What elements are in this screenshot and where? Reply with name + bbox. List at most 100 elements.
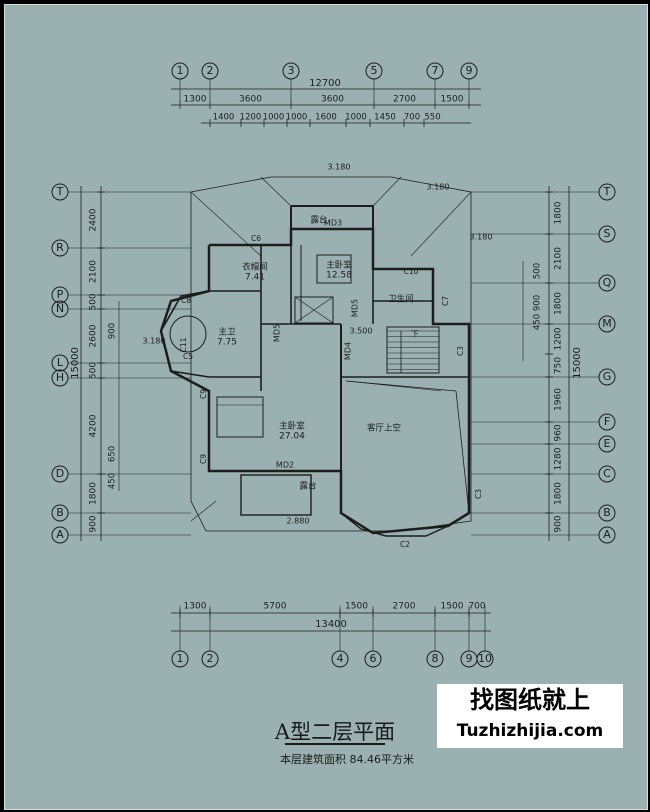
elevation-label: 2.880 [287,517,310,526]
axis-bubble-right [598,526,616,544]
dim-right-total: 15000 [572,347,583,379]
dim-top-row1: 3600 [239,95,262,105]
dim-right-col: 1800 [554,292,564,315]
window-label: C3 [456,346,465,356]
roof-outline [190,176,472,532]
axis-bubble-left [51,286,69,304]
elevation-label: 3.180 [328,163,351,172]
window-label: C3 [474,489,483,499]
room-area: 7.41 [245,273,265,283]
axis-bubble-right [598,465,616,483]
axis-label-bottom: 8 [432,652,439,665]
dim-right-inner: 900 [533,295,543,311]
watermark-en: Tuzhizhijia.com [456,721,604,741]
axis-label-right: T [603,185,611,198]
left-bay [160,290,210,378]
axis-bubble-bottom [364,650,382,668]
bed [216,396,264,438]
dim-left-col: 4200 [89,414,99,437]
room-name: 主卧室 [279,421,305,432]
axis-label-bottom: 10 [478,652,492,665]
dim-left-col: 2400 [89,208,99,231]
window-label: C9 [199,389,208,399]
roof-hip [190,191,262,257]
axis-bubble-top [365,62,383,80]
axis-label-right: A [603,528,611,541]
axis-bubble-top [460,62,478,80]
axis-label-left: T [56,185,64,198]
door-label: MD4 [344,342,353,360]
axis-bubble-right [598,368,616,386]
axis-bubble-right [598,413,616,431]
axis-label-bottom: 9 [466,652,473,665]
dim-right-col: 2100 [554,247,564,270]
axis-label-right: F [604,415,610,428]
watermark-logo: 找图纸就上 Tuzhizhijia.com [437,684,623,748]
axis-bubble-right [598,183,616,201]
axis-bubble-right [598,225,616,243]
window-label: C7 [441,296,450,306]
room-area: 7.75 [217,338,237,348]
dim-top-row2: 700 [404,113,420,123]
axis-label-left: P [57,288,64,301]
stair-diag [294,296,334,324]
dim-bottom-total: 13400 [315,619,347,630]
stair-box [294,296,334,324]
axis-label-top: 1 [177,64,184,77]
axis-label-right: E [604,437,611,450]
axis-bubble-left [51,526,69,544]
axis-label-top: 9 [466,64,473,77]
dim-right-col: 900 [554,515,564,532]
room-area: 12.58 [326,271,352,281]
door-label: MD3 [324,219,342,228]
roof-hip [372,176,402,207]
axis-label-left: N [56,302,64,315]
room-name: 露台 [299,481,316,492]
axis-bubble-left [51,465,69,483]
dim-top-row1: 3600 [321,95,344,105]
dim-top-row1: 1500 [441,95,464,105]
dim-top-row2: 1000 [286,113,308,123]
roof-hip [410,191,472,257]
stair [386,326,440,374]
stair-direction: 下 [411,330,419,339]
dim-right-inner: 500 [533,263,543,279]
void-line [455,390,470,514]
axis-label-bottom: 2 [207,652,214,665]
axis-label-top: 3 [288,64,295,77]
axis-bubble-top [426,62,444,80]
lower-terrace [240,474,312,516]
bed-upper [316,254,352,284]
axis-label-right: Q [603,276,612,289]
axis-bubble-bottom [171,650,189,668]
axis-bubble-bottom [331,650,349,668]
watermark-cn: 找图纸就上 [470,686,590,714]
axis-bubble-left [51,239,69,257]
dim-top-row2: 1000 [263,113,285,123]
door-label: MD5 [273,324,282,342]
axis-label-bottom: 4 [337,652,344,665]
axis-label-bottom: 6 [370,652,377,665]
dim-left-inner: 900 [108,323,118,339]
dim-top-row2: 1000 [345,113,367,123]
axis-label-right: G [603,370,612,383]
dim-top-row1: 1300 [184,95,207,105]
axis-bubble-top [201,62,219,80]
room-area: 27.04 [279,432,305,442]
window-label: C11 [179,337,188,352]
axis-bubble-left [51,183,69,201]
elevation-label: 3.180 [427,183,450,192]
dim-bottom-row: 5700 [264,602,287,612]
dim-left-inner: 450 [108,473,118,489]
axis-bubble-left [51,504,69,522]
window-label: C5 [183,352,193,361]
axis-label-left: R [56,241,64,254]
axis-bubble-right [598,435,616,453]
axis-label-right: S [604,227,611,240]
dim-left-col: 500 [89,293,99,310]
dim-top-row2: 1600 [315,113,337,123]
dim-left-inner: 650 [108,446,118,462]
dim-right-col: 750 [554,357,564,374]
terrace-wall [291,205,374,229]
